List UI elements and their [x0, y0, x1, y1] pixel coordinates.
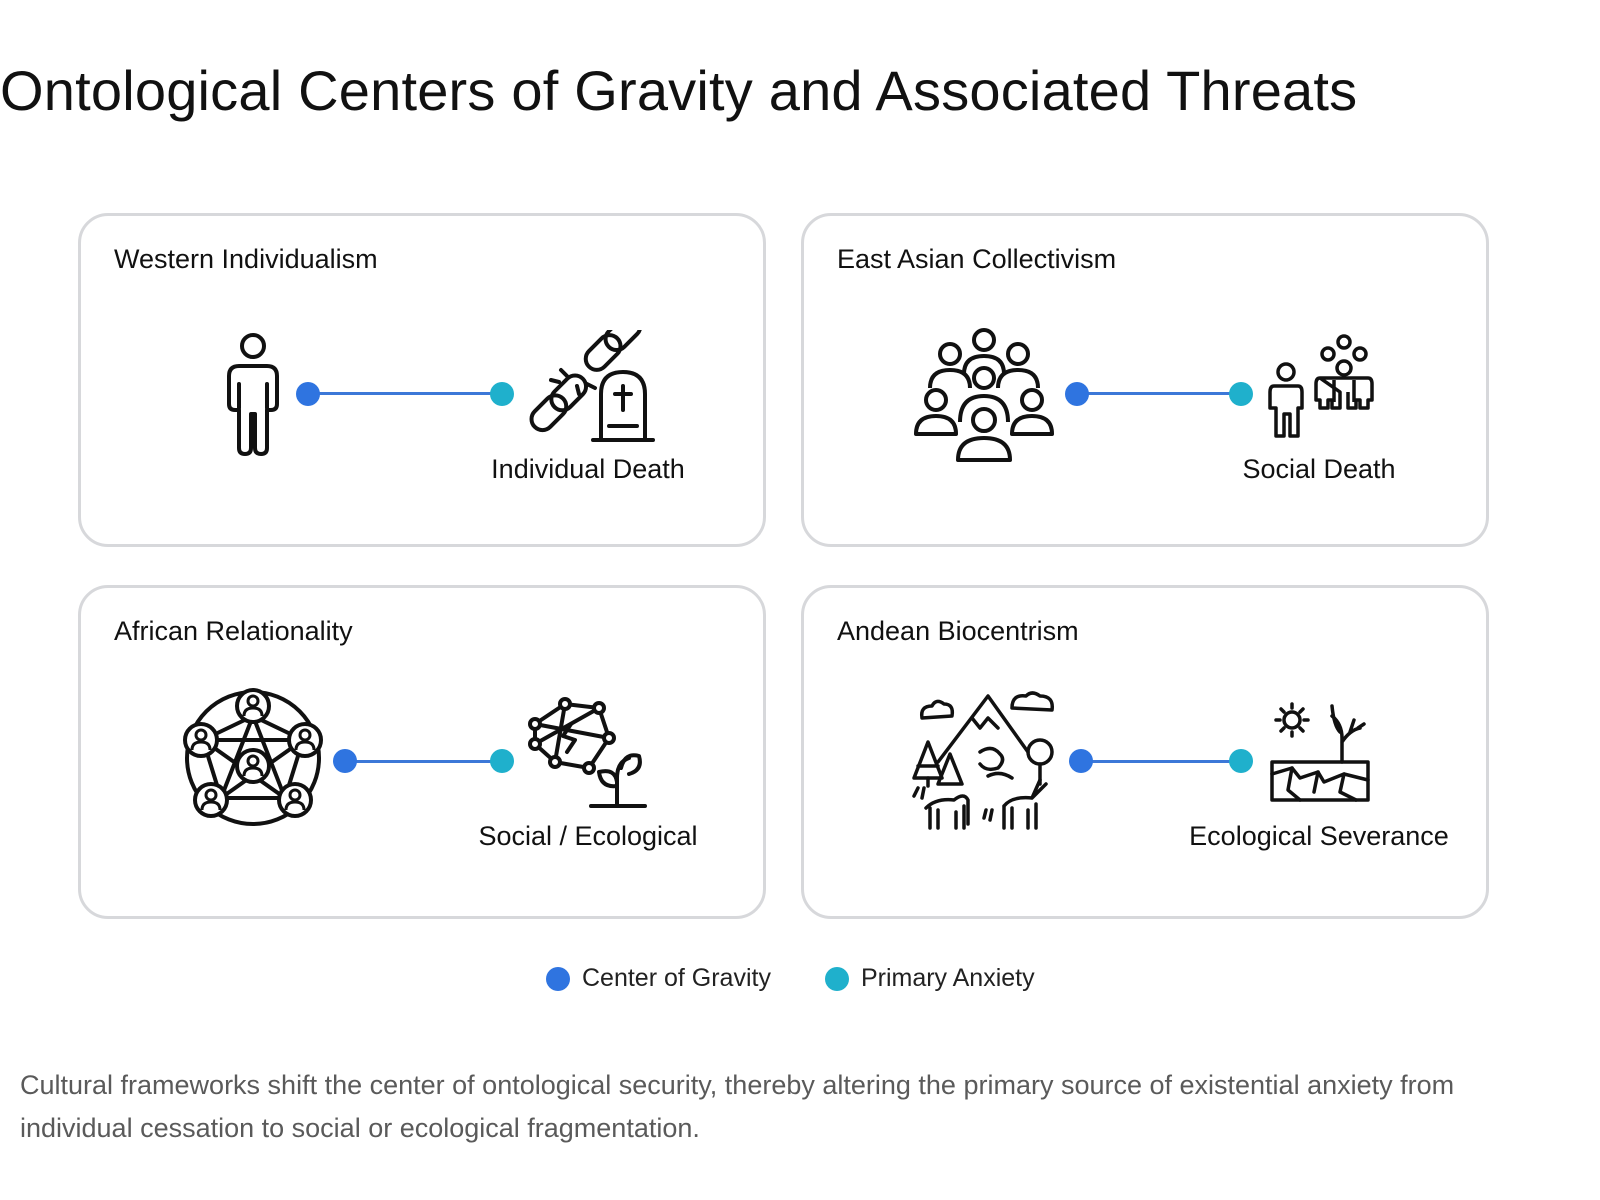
connector-line — [345, 760, 501, 763]
mountain-ecosystem-icon — [908, 688, 1058, 838]
threat-label: Individual Death — [491, 454, 685, 484]
center-of-gravity-dot — [1069, 749, 1093, 773]
card-african-relationality: African Relationality — [78, 585, 766, 919]
legend-item-primary-anxiety: Primary Anxiety — [824, 964, 1035, 993]
legend: Center of Gravity Primary Anxiety — [546, 964, 1089, 993]
primary-anxiety-dot — [490, 749, 514, 773]
single-person-icon — [221, 330, 285, 458]
threat-label: Ecological Severance — [1189, 821, 1449, 851]
isolated-person-family-icon — [1264, 332, 1376, 442]
center-of-gravity-dot — [1065, 382, 1089, 406]
connector-line — [307, 392, 501, 395]
page-title: Ontological Centers of Gravity and Assoc… — [0, 59, 1358, 122]
connector-line — [1087, 392, 1251, 395]
card-title: East Asian Collectivism — [837, 244, 1117, 274]
figure-caption: Cultural frameworks shift the center of … — [20, 1070, 1455, 1143]
card-western-individualism: Western Individualism Individual — [78, 213, 766, 547]
center-of-gravity-dot — [296, 382, 320, 406]
crowd-icon — [912, 324, 1056, 464]
dry-cracked-earth-icon — [1270, 702, 1370, 804]
card-title: African Relationality — [114, 616, 353, 646]
primary-anxiety-dot — [490, 382, 514, 406]
legend-dot — [546, 966, 570, 991]
broken-chain-gravestone-icon — [521, 330, 661, 442]
legend-dot — [824, 966, 849, 991]
legend-label: Center of Gravity — [582, 964, 771, 992]
primary-anxiety-dot — [1229, 749, 1253, 773]
card-andean-biocentrism: Andean Biocentrism — [801, 585, 1489, 919]
threat-label: Social Death — [1242, 454, 1396, 484]
legend-label: Primary Anxiety — [860, 964, 1035, 992]
connector-line — [1091, 760, 1241, 763]
card-east-asian-collectivism: East Asian Collectivism — [801, 213, 1489, 547]
card-title: Andean Biocentrism — [837, 616, 1079, 646]
primary-anxiety-dot — [1229, 382, 1253, 406]
people-network-icon — [179, 686, 327, 826]
broken-network-wilted-plant-icon — [525, 694, 651, 810]
threat-label: Social / Ecological — [478, 821, 698, 851]
center-of-gravity-dot — [333, 749, 357, 773]
card-title: Western Individualism — [114, 244, 378, 274]
legend-item-center-of-gravity: Center of Gravity — [546, 964, 771, 993]
